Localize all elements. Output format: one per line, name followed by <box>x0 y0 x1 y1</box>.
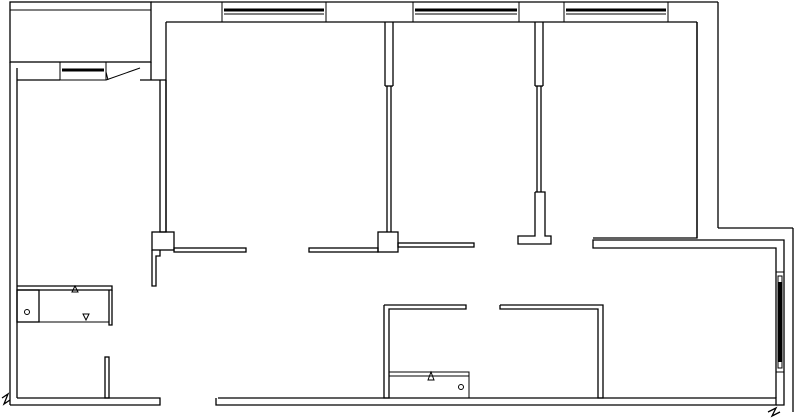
center-bath <box>383 304 604 399</box>
window-top-3 <box>563 1 669 23</box>
left-closet <box>16 284 113 399</box>
column-2 <box>377 231 399 253</box>
triangle-marker-up <box>71 284 79 293</box>
window-top-1 <box>221 1 327 23</box>
balcony-door <box>17 61 166 81</box>
window-top-2 <box>412 1 520 23</box>
fixture-circle-left <box>24 309 30 315</box>
right-window <box>775 271 785 373</box>
break-mark-left <box>1 392 11 406</box>
column-1 <box>151 231 175 251</box>
top-windows <box>221 1 669 23</box>
triangle-marker-bath <box>427 370 435 381</box>
triangle-marker-down <box>82 313 90 322</box>
break-mark-right <box>767 406 781 418</box>
interior-walls <box>151 22 698 287</box>
balcony-box <box>9 1 152 63</box>
fixture-circle-bath <box>458 384 464 390</box>
